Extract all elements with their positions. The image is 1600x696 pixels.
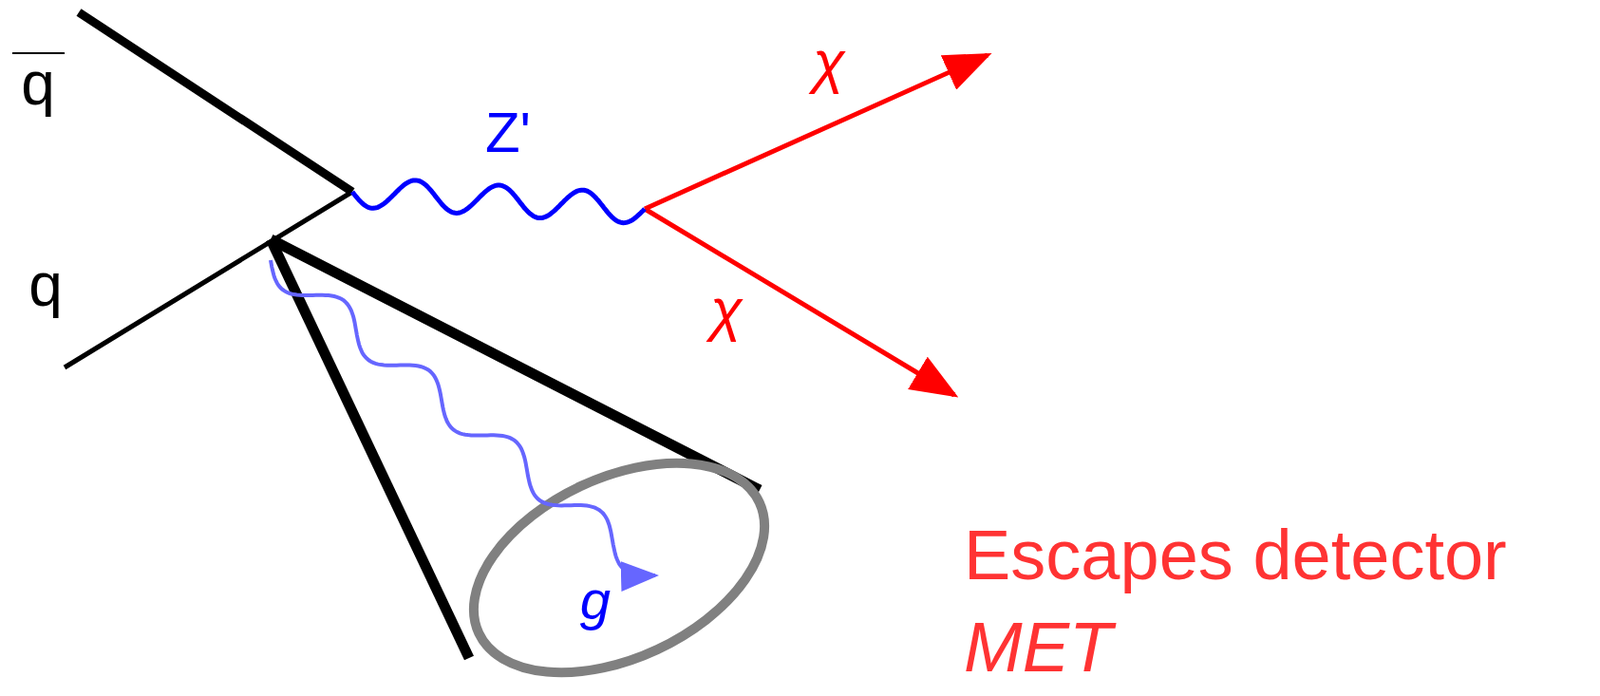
antiquark-line [78, 12, 353, 192]
particle-label: q [20, 53, 56, 114]
particle-label: q [28, 254, 63, 316]
particle-label: Z' [485, 104, 531, 162]
annotation-text: MET [963, 612, 1112, 683]
quark-line [64, 191, 353, 368]
annotation-text: Escapes detector [963, 520, 1507, 591]
particle-label: χ [812, 32, 846, 92]
cone-edge [270, 239, 470, 659]
particle-label: g [580, 572, 611, 628]
dark-matter-line [644, 208, 955, 396]
z-prime-propagator [352, 180, 645, 224]
gluon-line [270, 260, 656, 576]
cone-edge [270, 239, 760, 490]
particle-label: χ [710, 280, 743, 339]
jet-cone-rim [440, 420, 798, 696]
